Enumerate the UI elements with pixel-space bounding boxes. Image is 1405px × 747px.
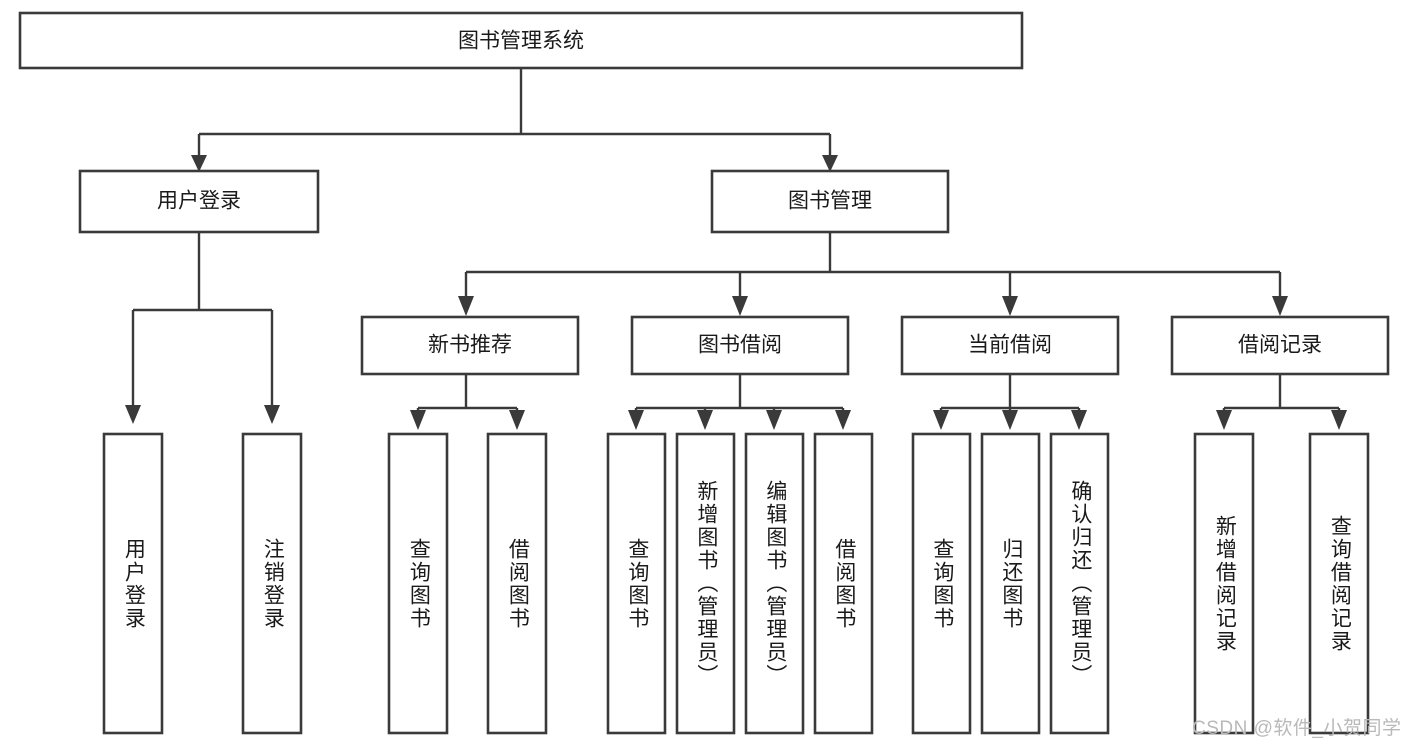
node-box-leaf-book-borrow-2[interactable] — [675, 432, 736, 735]
node-label-current-borrow: 当前借阅 — [968, 334, 1052, 357]
node-box-book-borrow[interactable] — [630, 315, 850, 376]
arrow-user-login-leaf-1 — [125, 405, 141, 424]
node-box-current-borrow[interactable] — [900, 315, 1120, 376]
node-label-new-book-recommend: 新书推荐 — [428, 334, 512, 357]
arrow-root-to-book-mgmt — [822, 155, 838, 172]
node-box-user-login[interactable] — [78, 169, 320, 234]
node-label-user-login: 用户登录 — [157, 190, 241, 213]
arrow-book-mgmt-current — [1002, 296, 1018, 316]
node-box-leaf-current-borrow-2[interactable] — [980, 432, 1041, 735]
node-box-leaf-new-book-2[interactable] — [486, 432, 548, 735]
node-box-leaf-borrow-record-2[interactable] — [1308, 432, 1370, 735]
arrow-root-to-user-login — [191, 155, 207, 172]
node-box-borrow-record[interactable] — [1170, 315, 1390, 376]
node-box-book-management[interactable] — [710, 169, 950, 234]
arrow-new-book-leaf-1 — [410, 410, 426, 430]
arrow-book-mgmt-new-book — [458, 296, 474, 316]
node-box-new-book-recommend[interactable] — [360, 315, 580, 376]
node-label-book-borrow: 图书借阅 — [698, 334, 782, 357]
arrow-current-leaf-2 — [1002, 410, 1018, 430]
node-label-root: 图书管理系统 — [458, 30, 584, 53]
node-box-leaf-new-book-1[interactable] — [387, 432, 449, 735]
arrow-current-leaf-3 — [1071, 410, 1087, 430]
arrow-user-login-leaf-2 — [264, 405, 280, 424]
arrow-record-leaf-2 — [1331, 410, 1347, 430]
node-box-leaf-current-borrow-3[interactable] — [1049, 432, 1110, 735]
node-box-leaf-book-borrow-4[interactable] — [813, 432, 874, 735]
arrow-borrow-leaf-4 — [835, 410, 851, 430]
arrow-borrow-leaf-3 — [766, 410, 782, 430]
node-box-leaf-current-borrow-1[interactable] — [911, 432, 972, 735]
node-label-book-management: 图书管理 — [788, 190, 872, 213]
arrow-book-mgmt-record — [1272, 296, 1288, 316]
arrow-book-mgmt-borrow — [732, 296, 748, 316]
node-box-root[interactable] — [18, 11, 1024, 70]
arrow-record-leaf-1 — [1216, 410, 1232, 430]
node-box-leaf-book-borrow-1[interactable] — [606, 432, 667, 735]
arrow-new-book-leaf-2 — [509, 410, 525, 430]
csdn-watermark: CSDN @软件_小贺同学 — [1192, 718, 1402, 739]
node-box-leaf-user-login-1[interactable] — [102, 432, 164, 735]
node-label-borrow-record: 借阅记录 — [1238, 334, 1322, 357]
arrow-borrow-leaf-1 — [628, 410, 644, 430]
node-box-leaf-book-borrow-3[interactable] — [744, 432, 805, 735]
node-box-leaf-user-login-2[interactable] — [241, 432, 303, 735]
arrow-current-leaf-1 — [933, 410, 949, 430]
connector-layer — [125, 68, 1347, 430]
node-layer: 图书管理系统 用户登录 图书管理 新书推荐 图书借阅 当前借阅 借阅记录 — [18, 11, 1390, 735]
node-box-leaf-borrow-record-1[interactable] — [1193, 432, 1255, 735]
arrow-borrow-leaf-2 — [697, 410, 713, 430]
